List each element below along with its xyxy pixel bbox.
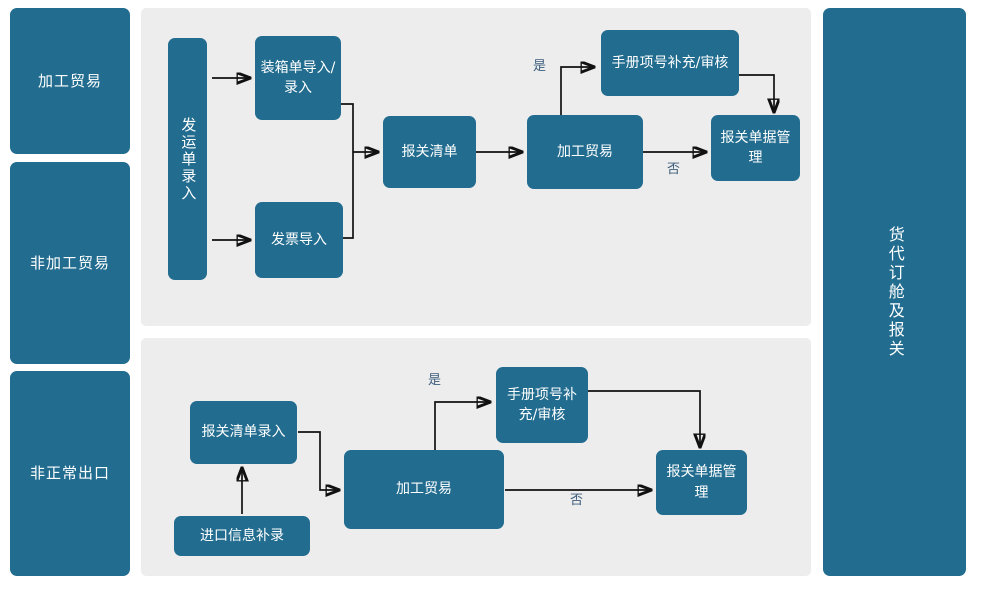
node-label: 加工贸易 [396,481,452,498]
node-customs-document-management[interactable]: 报关单据管理 [711,115,800,181]
node-processing-trade-decision[interactable]: 加工贸易 [527,115,643,189]
edge-label-yes-top: 是 [533,59,547,74]
edge-label-no-bottom: 否 [570,493,584,508]
category-label: 非正常出口 [29,464,110,482]
category-label: 货代订舱及报关 [885,225,905,359]
node-label: 报关清单录入 [201,424,286,441]
node-packing-list-import-entry[interactable]: 装箱单导入/录入 [255,36,341,120]
node-label: 进口信息补录 [200,527,284,544]
node-processing-trade-decision-2[interactable]: 加工贸易 [344,450,504,529]
node-label: 手册项号补充/审核 [611,54,729,71]
edge-label-no-top: 否 [667,162,681,177]
category-tile-freight-booking-customs[interactable]: 货代订舱及报关 [823,8,966,576]
node-label: 发票导入 [271,231,327,248]
node-manual-item-supplement-review[interactable]: 手册项号补充/审核 [601,30,739,96]
node-manual-item-supplement-review-2[interactable]: 手册项号补充/审核 [496,367,588,443]
node-label: 报关清单 [401,143,458,160]
node-label: 发运单录入 [179,116,198,202]
node-label: 报关单据管理 [720,129,791,166]
node-customs-declaration-list[interactable]: 报关清单 [383,116,476,188]
category-label: 加工贸易 [37,71,102,90]
node-import-info-supplement[interactable]: 进口信息补录 [174,516,310,556]
category-tile-abnormal-export[interactable]: 非正常出口 [10,371,130,576]
node-label: 手册项号补充/审核 [507,386,577,423]
node-label: 报关单据管理 [666,464,737,501]
node-label: 装箱单导入/录入 [260,59,336,96]
node-invoice-import[interactable]: 发票导入 [255,202,343,278]
node-customs-document-management-2[interactable]: 报关单据管理 [656,450,747,515]
category-tile-processing-trade[interactable]: 加工贸易 [10,8,130,154]
category-tile-non-processing-trade[interactable]: 非加工贸易 [10,162,130,364]
category-label: 非加工贸易 [29,253,110,272]
node-shipping-order-entry[interactable]: 发运单录入 [168,38,207,280]
node-customs-list-entry[interactable]: 报关清单录入 [190,401,297,464]
node-label: 加工贸易 [557,143,613,160]
edge-label-yes-bottom: 是 [428,373,442,388]
